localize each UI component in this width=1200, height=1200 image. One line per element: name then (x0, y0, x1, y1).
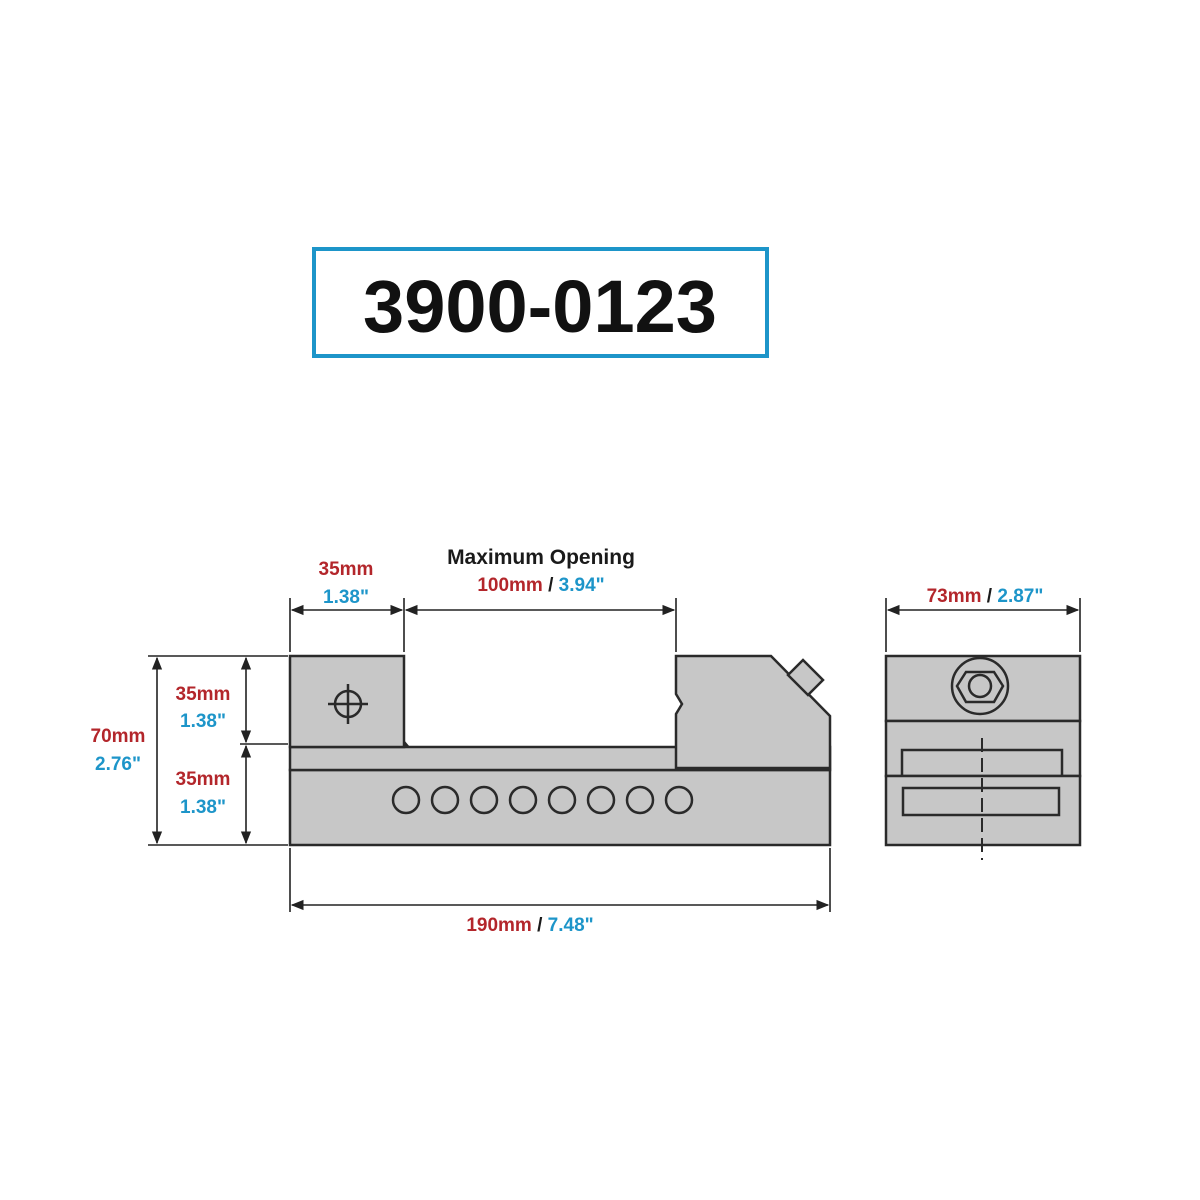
max-opening-separator: / (543, 575, 559, 596)
side-view-dimensions (148, 598, 831, 912)
nut-icon (950, 656, 1010, 716)
mounting-holes (391, 785, 694, 815)
upper-height-mm: 35mm (176, 684, 231, 705)
total-length-value: 190mm / 7.48" (466, 915, 593, 936)
part-number-box: 3900-0123 (312, 247, 769, 358)
max-opening-title: Maximum Opening (447, 546, 635, 569)
mounting-hole (664, 785, 694, 815)
end-view (884, 654, 1082, 860)
side-view-labels: 35mm 1.38" Maximum Opening 100mm / 3.94"… (91, 546, 635, 936)
end-width-value: 73mm / 2.87" (927, 586, 1044, 607)
max-opening-mm: 100mm (477, 575, 543, 596)
mounting-hole (469, 785, 499, 815)
jaw-notch (404, 740, 410, 747)
mounting-hole (586, 785, 616, 815)
crosshair-icon (328, 684, 368, 724)
total-length-mm: 190mm (466, 915, 532, 936)
fixed-jaw-width-mm: 35mm (319, 559, 374, 580)
side-view (288, 654, 832, 847)
mounting-hole (547, 785, 577, 815)
mounting-hole (508, 785, 538, 815)
screw-knob (786, 658, 825, 697)
max-opening-value: 100mm / 3.94" (477, 575, 604, 596)
part-number: 3900-0123 (363, 265, 717, 348)
max-opening-in: 3.94" (559, 575, 605, 596)
part-number-frame (312, 247, 769, 358)
upper-height-in: 1.38" (180, 711, 226, 732)
total-length-in: 7.48" (548, 915, 594, 936)
mounting-hole (430, 785, 460, 815)
lower-height-in: 1.38" (180, 797, 226, 818)
end-view-dimensions: 73mm / 2.87" (885, 586, 1081, 652)
mounting-hole (625, 785, 655, 815)
lower-height-mm: 35mm (176, 769, 231, 790)
end-width-in: 2.87" (997, 586, 1043, 607)
end-width-separator: / (982, 586, 998, 607)
total-height-mm: 70mm (91, 726, 146, 747)
total-height-in: 2.76" (95, 754, 141, 775)
fixed-jaw-width-in: 1.38" (323, 587, 369, 608)
mounting-hole (391, 785, 421, 815)
total-length-separator: / (532, 915, 548, 936)
end-width-mm: 73mm (927, 586, 982, 607)
